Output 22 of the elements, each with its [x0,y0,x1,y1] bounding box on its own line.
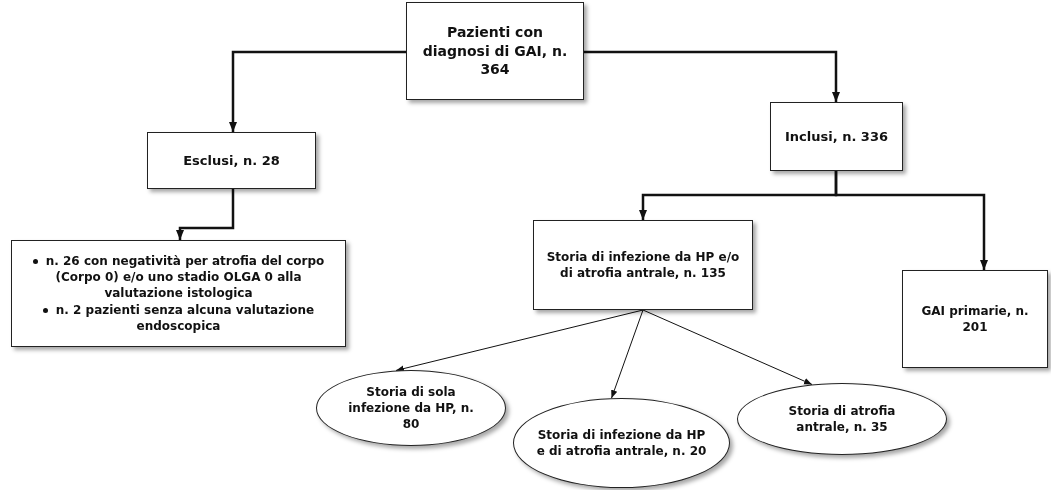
node-label: Storia di sola infezione da HP, n. 80 [347,383,475,433]
arrow [834,171,988,270]
node-label: Storia di infezione da HP e/o di atrofia antrale, n. 135 [545,248,741,282]
arrow [395,309,644,372]
node-label: Inclusi, n. 336 [785,127,888,146]
node-label: Storia di infezione da HP e di atrofia antrale, n. 20 [536,426,707,460]
node-label: Esclusi, n. 28 [183,151,280,170]
process-box [533,220,753,310]
node-label: Storia di atrofia antrale, n. 35 [787,402,897,436]
process-box [770,102,903,171]
node-label: Pazienti con diagnosi di GAI, n. 364 [421,22,569,80]
arrow [642,309,813,385]
process-box [406,2,584,100]
arrow [611,309,644,399]
process-box [147,132,316,189]
arrow [229,50,406,132]
node-label: GAI primarie, n. 201 [920,302,1030,336]
process-box [902,270,1048,368]
arrow [584,50,840,102]
process-box [11,240,346,347]
bullet-text: n. 2 pazienti senza alcuna valutazione endoscopica [55,302,315,333]
arrow [176,189,235,240]
